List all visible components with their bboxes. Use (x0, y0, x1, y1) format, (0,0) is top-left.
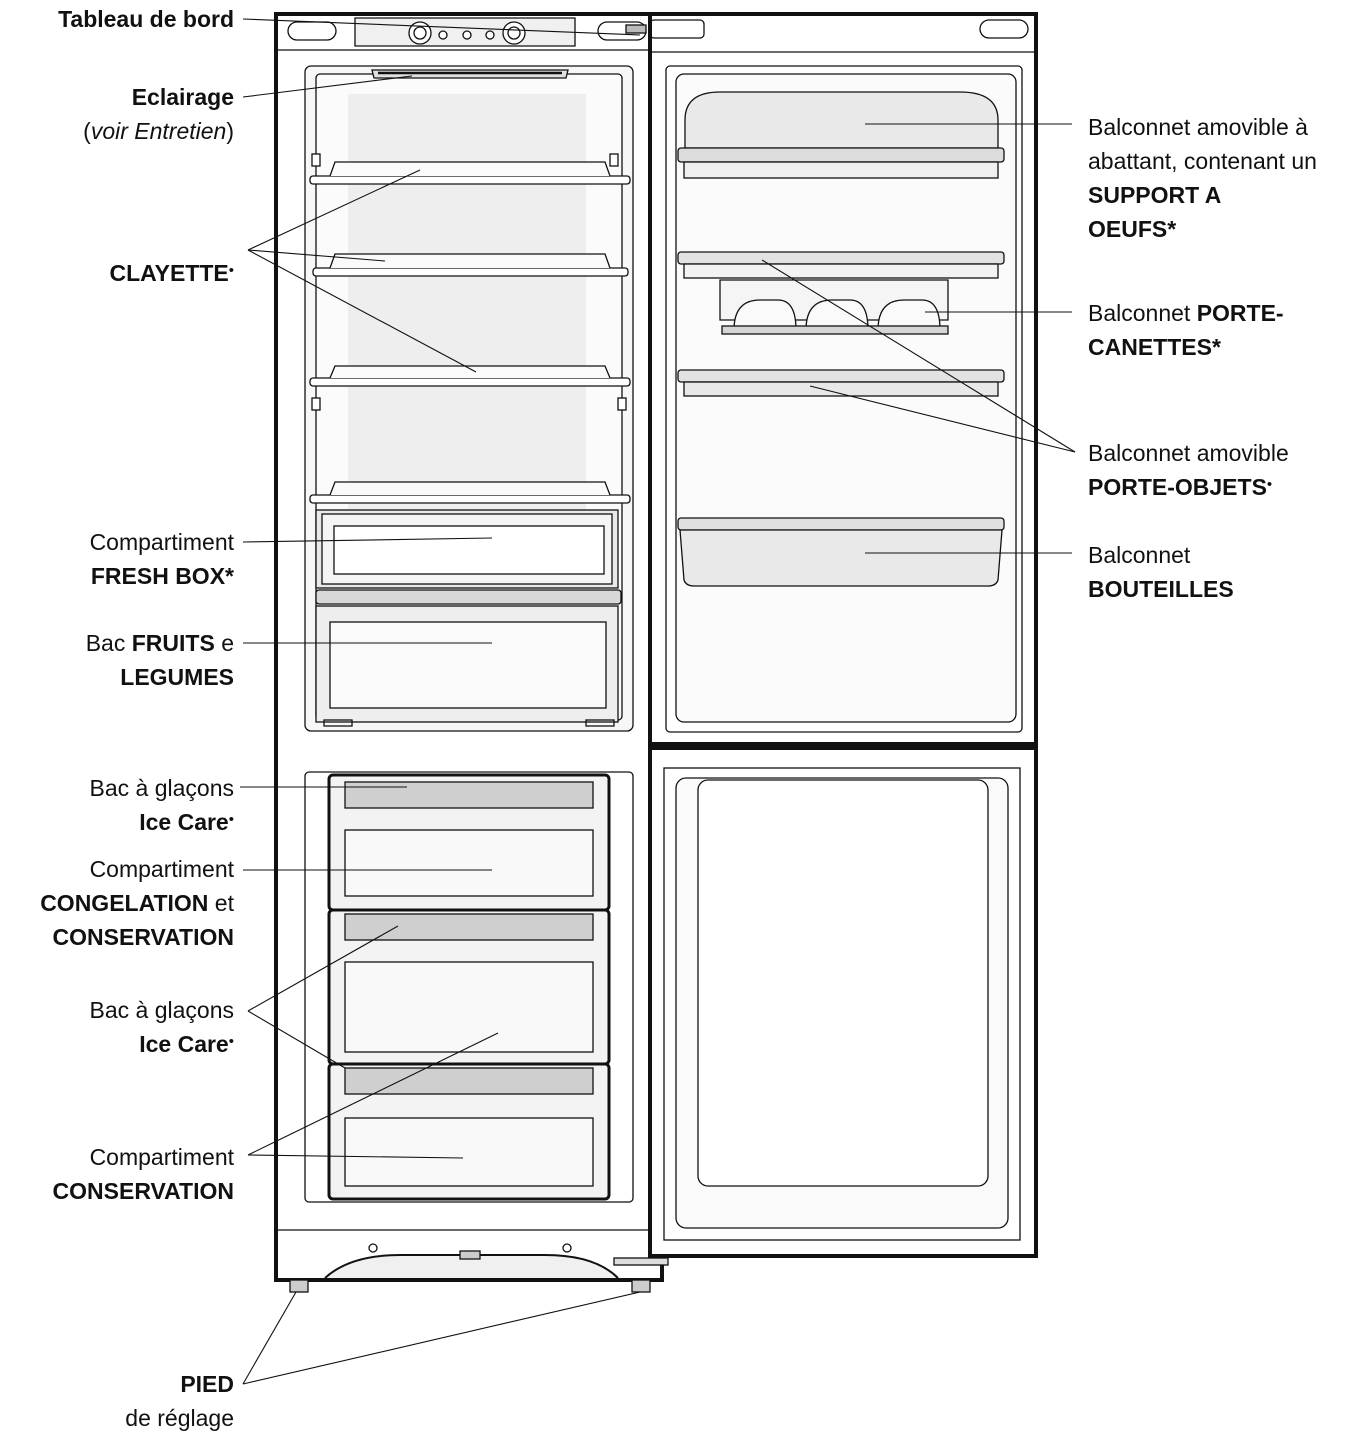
shelf-4 (309, 481, 631, 504)
shelf-2 (312, 253, 629, 277)
label-fresh-box: Compartiment FRESH BOX* (89, 529, 234, 589)
door-balcony-1 (677, 251, 1005, 279)
label-bouteilles: Balconnet BOUTEILLES (1088, 542, 1234, 602)
foot-right (631, 1279, 651, 1293)
label-congelation: Compartiment CONGELATION et CONSERVATION (40, 856, 234, 950)
fruit-box (315, 605, 619, 727)
label-pied: PIED de réglage (125, 1371, 234, 1431)
bottle-balcony (677, 517, 1005, 587)
label-tableau: Tableau de bord (58, 6, 234, 32)
label-clayette: CLAYETTE• (109, 260, 234, 286)
door-balcony-2 (677, 369, 1005, 397)
egg-balcony (677, 91, 1005, 179)
shelf-1 (309, 153, 631, 185)
label-porte-canettes: Balconnet PORTE- CANETTES* (1088, 300, 1284, 360)
leader-lines (240, 18, 1076, 1385)
label-fruits-legumes: Bac FRUITS e LEGUMES (85, 630, 234, 690)
foot-left (289, 1279, 309, 1293)
control-panel (276, 17, 662, 51)
can-holder (719, 279, 949, 335)
label-ice-care-2: Bac à glaçons Ice Care• (89, 997, 234, 1057)
label-ice-care-1: Bac à glaçons Ice Care• (89, 775, 234, 835)
freezer-drawers (327, 773, 611, 1201)
label-eclairage: Eclairage (voir Entretien) (83, 84, 234, 144)
label-conservation: Compartiment CONSERVATION (52, 1144, 234, 1204)
shelf-3 (309, 365, 631, 411)
plinth (276, 1229, 662, 1279)
label-porte-objets: Balconnet amovible PORTE-OBJETS• (1088, 440, 1289, 500)
fresh-box (315, 509, 622, 605)
label-support-oeufs: Balconnet amovible à abattant, contenant… (1088, 114, 1317, 242)
